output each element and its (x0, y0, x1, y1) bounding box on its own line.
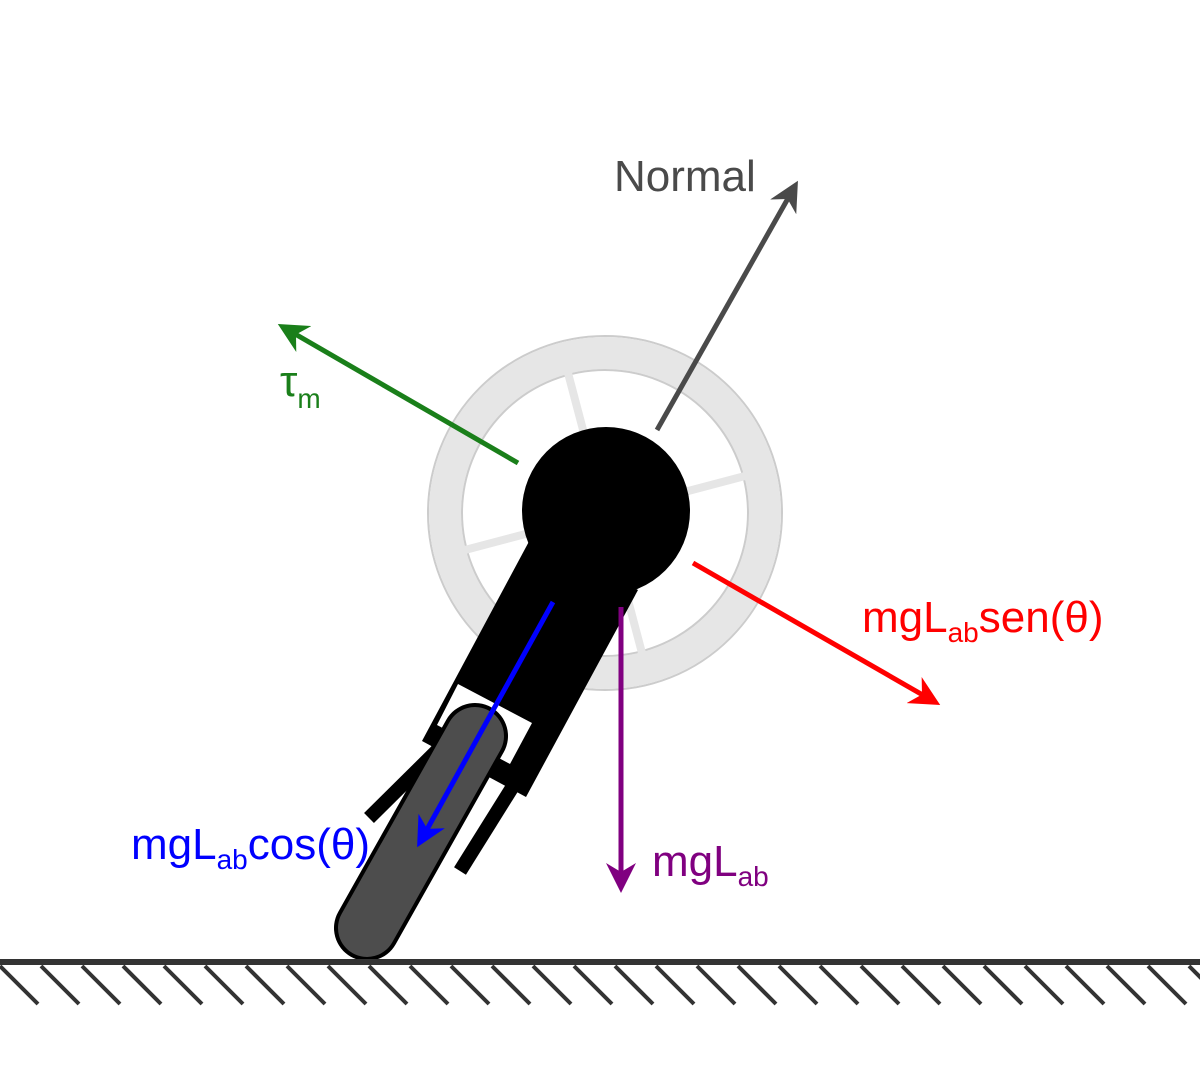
sine-prefix: mgL (862, 593, 948, 642)
ground-hatch-line (572, 964, 614, 1006)
ground-hatch-line (736, 964, 778, 1006)
sleeve-right (454, 739, 546, 875)
ground-hatch-line (1187, 964, 1200, 980)
ground-hatch-line (941, 964, 983, 1006)
sine-subscript: ab (948, 617, 979, 648)
ground-hatch-line (1064, 964, 1106, 1006)
ground-hatch-line (1105, 964, 1147, 1006)
ground-hatch-line (121, 964, 163, 1006)
sine-component-label: mgLabsen(θ) (862, 593, 1103, 648)
weight-subscript: ab (738, 861, 769, 892)
ground-hatch-line (654, 964, 696, 1006)
sine-suffix: sen(θ) (979, 593, 1104, 642)
ground-hatch-line (0, 964, 40, 1006)
normal-force-arrow (654, 180, 798, 432)
ground-hatch-line (490, 964, 532, 1006)
motor-torque-arrow (277, 323, 520, 466)
ground-hatch-line (859, 964, 901, 1006)
ground-hatch-line (818, 964, 860, 1006)
normal-label: Normal (614, 152, 756, 201)
wheel-outer-edge (427, 335, 783, 691)
torque-subscript: m (297, 383, 320, 414)
cosine-suffix: cos(θ) (248, 820, 370, 869)
ground-hatch-line (326, 964, 368, 1006)
ground-hatch-line (777, 964, 819, 1006)
weight-prefix: mgL (652, 837, 738, 886)
ground-hatch-line (80, 964, 122, 1006)
wheel-rim (429, 337, 781, 689)
ground-hatch-line (695, 964, 737, 1006)
cosine-prefix: mgL (131, 820, 217, 869)
ground-hatch-line (449, 964, 491, 1006)
ground-hatch-line (244, 964, 286, 1006)
ground (0, 959, 1200, 1006)
torque-symbol: τ (280, 357, 298, 406)
ground-hatch-line (408, 964, 450, 1006)
wheel-inner-edge (461, 369, 749, 657)
ground-hatch-line (1023, 964, 1065, 1006)
ground-hatch-line (39, 964, 81, 1006)
ground-hatch-line (367, 964, 409, 1006)
ground-hatch-line (162, 964, 204, 1006)
sine-component-arrow (691, 560, 941, 705)
ground-hatching (0, 964, 1200, 1006)
ground-hatch-line (982, 964, 1024, 1006)
ground-hatch-line (203, 964, 245, 1006)
cosine-subscript: ab (217, 844, 248, 875)
ground-hatch-line (285, 964, 327, 1006)
ground-hatch-line (531, 964, 573, 1006)
ground-hatch-line (1146, 964, 1188, 1006)
cosine-component-label: mgLabcos(θ) (131, 820, 370, 875)
weight-label: mgLab (652, 837, 769, 892)
torque-label: τm (280, 357, 321, 414)
pivot-hub (522, 427, 690, 595)
ground-hatch-line (900, 964, 942, 1006)
cosine-component-arrow (417, 600, 556, 848)
ground-hatch-line (613, 964, 655, 1006)
